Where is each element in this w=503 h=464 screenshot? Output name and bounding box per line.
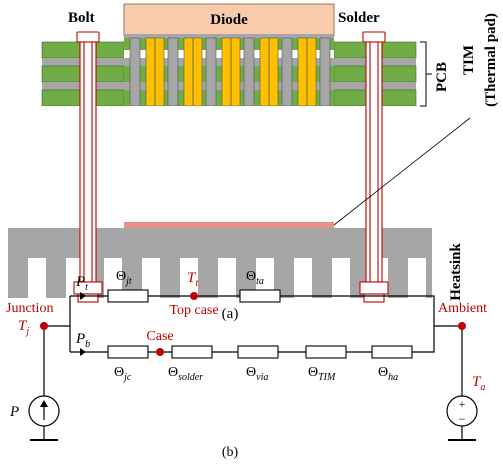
resistor-theta-ta (239, 289, 281, 303)
p-label: P (9, 404, 19, 420)
bolt-right (359, 31, 389, 303)
tim-leader (333, 117, 471, 226)
theta-tim-label: ΘTIM (308, 365, 336, 383)
theta-ta-label: Θta (246, 269, 264, 287)
ta-label: Ta (472, 374, 485, 393)
diode-label: Diode (210, 12, 248, 28)
tt-label: Tt (187, 270, 198, 289)
resistor-theta-ha (371, 345, 413, 359)
source-p (28, 395, 60, 427)
node-junction (40, 322, 48, 330)
case-label: Case (146, 329, 173, 344)
solder-label: Solder (338, 10, 380, 26)
via-columns (129, 37, 331, 107)
pt-label: Pt (75, 274, 88, 293)
tj-label: Tj (18, 318, 29, 337)
pcb-label: PCB (434, 62, 450, 92)
arrow-pb (80, 348, 86, 356)
pcb-gap (124, 106, 334, 222)
node-ambient (458, 322, 466, 330)
panel-b: + − Junction Tj Tt Top case Case Ambient… (6, 269, 487, 460)
top-case-label: Top case (169, 303, 218, 318)
resistor-theta-jc (107, 345, 149, 359)
heatsink-label: Heatsink (448, 243, 464, 301)
junction-label: Junction (6, 301, 53, 316)
panel-a: Bolt Diode Solder PCB TIM (Thermal pad) … (8, 3, 499, 322)
tim-label: TIM (461, 45, 477, 75)
theta-jt-label: Θjt (116, 269, 132, 287)
bolt-left (73, 31, 103, 303)
arrow-pt (80, 292, 86, 300)
bolt-label: Bolt (68, 10, 95, 26)
svg-text:−: − (459, 412, 466, 426)
resistor-theta-solder (171, 345, 213, 359)
theta-solder-label: Θsolder (168, 365, 203, 383)
theta-via-label: Θvia (246, 365, 268, 383)
caption-a: (a) (222, 306, 239, 322)
pcb-bracket (420, 41, 427, 107)
resistor-theta-tim (305, 345, 347, 359)
theta-ha-label: Θha (378, 365, 398, 383)
resistor-theta-via (237, 345, 279, 359)
thermal-pad-label: (Thermal pad) (483, 13, 499, 107)
theta-jc-label: Θjc (114, 365, 132, 383)
node-case (156, 348, 164, 356)
svg-text:+: + (459, 397, 466, 411)
resistor-theta-jt (107, 289, 149, 303)
source-ta: + − (446, 395, 478, 427)
ambient-label: Ambient (438, 301, 487, 316)
caption-b: (b) (222, 445, 239, 460)
diode-body (123, 3, 335, 37)
node-top-case (190, 292, 198, 300)
solder-top (124, 34, 334, 38)
pb-label: Pb (75, 331, 90, 350)
